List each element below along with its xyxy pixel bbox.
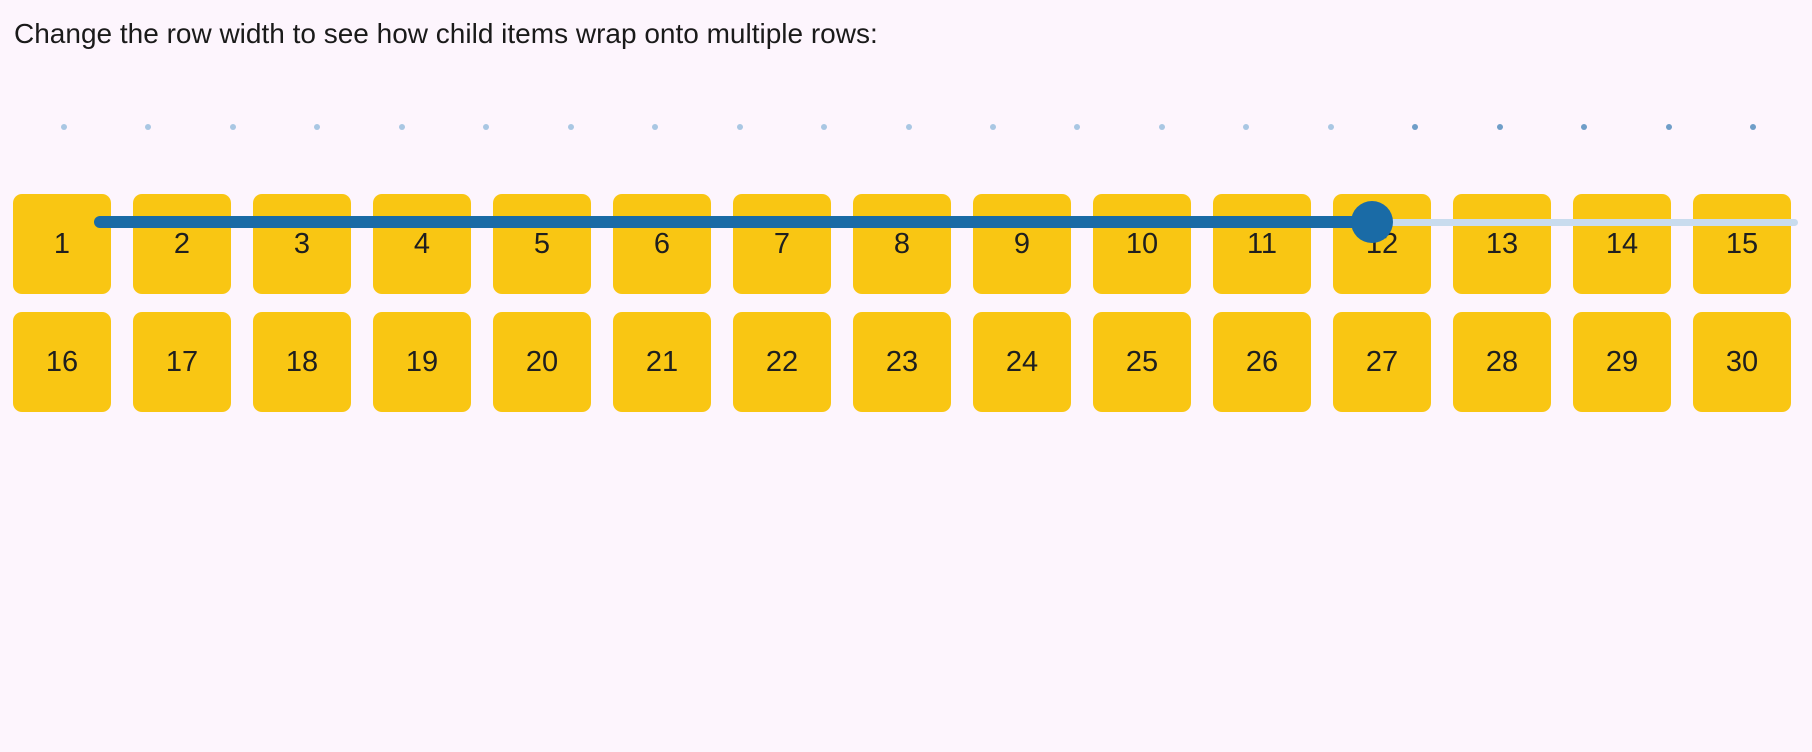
slider-tick	[145, 124, 152, 130]
wrap-item: 16	[13, 312, 111, 412]
slider-tick	[1158, 124, 1165, 130]
slider-tick	[483, 124, 490, 130]
slider-tick	[314, 124, 321, 130]
instruction-text: Change the row width to see how child it…	[14, 18, 878, 49]
slider-tick	[61, 124, 67, 130]
wrap-item: 3	[253, 194, 351, 294]
slider-inactive-track[interactable]	[1372, 219, 1798, 226]
wrap-item: 5	[493, 194, 591, 294]
wrap-item: 10	[1093, 194, 1191, 294]
wrap-item: 1	[13, 194, 111, 294]
wrap-item: 8	[853, 194, 951, 294]
wrap-item: 6	[613, 194, 711, 294]
wrap-item: 29	[1573, 312, 1671, 412]
wrap-item: 22	[733, 312, 831, 412]
wrap-item: 17	[133, 312, 231, 412]
wrap-item: 23	[853, 312, 951, 412]
wrap-item: 14	[1573, 194, 1671, 294]
slider-thumb[interactable]	[1351, 201, 1393, 243]
slider-tick	[1412, 124, 1419, 130]
slider-tick	[1327, 124, 1334, 130]
wrap-item: 30	[1693, 312, 1791, 412]
wrap-item: 26	[1213, 312, 1311, 412]
wrap-item: 25	[1093, 312, 1191, 412]
slider-tick	[1496, 124, 1503, 130]
wrap-item: 2	[133, 194, 231, 294]
slider-tick	[905, 124, 912, 130]
slider-tick	[652, 124, 659, 130]
slider-tick	[989, 124, 996, 130]
slider-tick	[1074, 124, 1081, 130]
row-width-slider[interactable]	[40, 95, 1798, 243]
slider-tick	[736, 124, 743, 130]
slider-tick	[1581, 124, 1588, 130]
slider-tick	[1243, 124, 1250, 130]
slider-tick	[821, 124, 828, 130]
wrap-item: 11	[1213, 194, 1311, 294]
wrap-item: 21	[613, 312, 711, 412]
slider-tick	[1750, 124, 1756, 130]
wrap-item: 18	[253, 312, 351, 412]
wrap-item: 20	[493, 312, 591, 412]
slider-active-track[interactable]	[94, 216, 1372, 228]
wrap-item: 4	[373, 194, 471, 294]
wrap-item: 28	[1453, 312, 1551, 412]
wrap-item: 24	[973, 312, 1071, 412]
slider-tick	[229, 124, 236, 130]
slider-tick	[398, 124, 405, 130]
slider-tick	[1665, 124, 1672, 130]
wrap-item: 15	[1693, 194, 1791, 294]
slider-tick	[567, 124, 574, 130]
wrap-item: 7	[733, 194, 831, 294]
wrap-item: 19	[373, 312, 471, 412]
wrap-item: 9	[973, 194, 1071, 294]
wrap-item: 13	[1453, 194, 1551, 294]
wrap-item: 27	[1333, 312, 1431, 412]
